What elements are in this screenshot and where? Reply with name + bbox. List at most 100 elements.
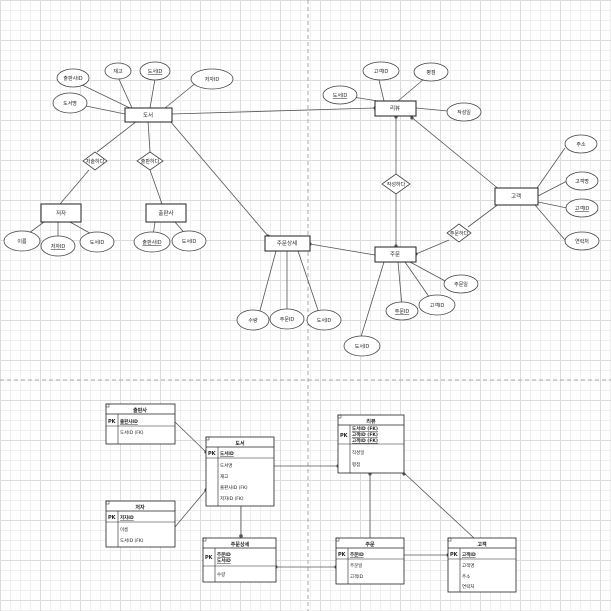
table-book-field-2: 재고 xyxy=(220,473,228,480)
attr-order-date: 주문일 xyxy=(454,281,468,288)
table-publisher-pk: PK xyxy=(108,419,117,425)
attr-author-book-id: 도서ID xyxy=(90,239,105,246)
attr-order-customer-id: 고객ID xyxy=(430,302,445,309)
table-order: 주문 PK 주문ID 주문일 고객ID xyxy=(335,537,405,585)
attr-order-id: 주문ID xyxy=(395,309,410,315)
table-publisher-pk-field: 출판사ID xyxy=(120,418,138,425)
relationship-reviews-label: 작성하다 xyxy=(387,181,406,188)
table-order-field-2: 고객ID xyxy=(350,573,364,580)
table-author: 저자 PK 저자ID 이름 도서ID (FK) xyxy=(105,500,176,548)
table-book-title: 도서 xyxy=(235,440,245,447)
attr-book-pub-id: 출판사ID xyxy=(63,75,82,82)
attr-book-stock: 재고 xyxy=(113,68,123,75)
table-customer-pk-field: 고객ID xyxy=(462,551,476,558)
conceptual-connectors xyxy=(24,76,568,341)
entity-review xyxy=(374,100,417,117)
table-author-pk-field: 저자ID xyxy=(120,514,134,521)
attr-customer-id: 고객ID xyxy=(575,205,590,212)
entity-book-label: 도서 xyxy=(143,111,153,119)
relationship-orders xyxy=(446,223,472,243)
entity-order-detail-label: 주문상세 xyxy=(277,239,297,247)
relationship-reviews xyxy=(381,173,411,195)
attr-book-author-id: 저자ID xyxy=(205,76,220,83)
table-order-pk-field: 주문ID xyxy=(350,551,364,558)
conceptual-attribute-ellipses xyxy=(3,61,600,357)
table-review: 리뷰 PK 도서ID (FK) 고객ID (FK) 고객ID (FK) 작성일 … xyxy=(337,414,405,474)
table-author-title: 저자 xyxy=(135,504,145,511)
relationship-publishes-label: 출판하다 xyxy=(141,158,160,165)
table-order-detail: 주문상세 PK 주문ID 도서ID 수량 xyxy=(202,537,277,583)
table-order-detail-pk-field-2: 도서ID xyxy=(217,557,231,564)
table-book-pk: PK xyxy=(208,451,217,457)
conceptual-relationships xyxy=(82,151,472,243)
table-order-detail-title: 주문상세 xyxy=(231,541,250,548)
relationship-writes xyxy=(82,151,108,171)
table-author-field-1: 이름 xyxy=(120,526,128,533)
table-book-field-3: 출판사ID (FK) xyxy=(220,484,248,491)
table-review-pk-field-1: 도서ID (FK) xyxy=(352,425,378,432)
entity-customer-label: 고객 xyxy=(511,193,521,200)
conceptual-entity-boxes xyxy=(40,100,539,263)
entity-publisher-label: 출판사 xyxy=(158,209,173,217)
entity-author xyxy=(40,203,82,223)
attr-order-book-id: 도서ID xyxy=(355,343,370,350)
attr-detail-qty: 수량 xyxy=(248,317,258,324)
table-order-detail-pk-field-1: 주문ID xyxy=(217,551,231,558)
relationship-orders-label: 주문하다 xyxy=(450,230,469,237)
table-review-field-1: 작성일 xyxy=(352,449,364,456)
table-review-field-2: 평점 xyxy=(352,461,360,468)
relationship-publishes xyxy=(136,151,164,171)
conceptual-relationship-labels: 저술하다 출판하다 작성하다 주문하다 xyxy=(86,158,469,237)
table-publisher-title: 출판사 xyxy=(133,407,147,414)
table-publisher: 출판사 PK 출판사ID 도서ID (FK) xyxy=(105,403,176,445)
table-customer: 고객 PK 고객ID 고객명 주소 연락처 xyxy=(447,537,517,593)
attr-detail-book-id: 도서ID xyxy=(317,317,332,324)
table-review-pk-field-2: 고객ID (FK) xyxy=(352,431,378,438)
table-publisher-field-1: 도서ID (FK) xyxy=(120,429,144,436)
logical-connectors xyxy=(174,421,475,568)
entity-review-label: 리뷰 xyxy=(390,104,400,112)
table-book-field-4: 저자ID (FK) xyxy=(220,495,244,502)
table-customer-field-3: 연락처 xyxy=(462,583,474,590)
table-order-field-1: 주문일 xyxy=(350,562,362,569)
attr-publisher-book-id: 도서ID xyxy=(182,238,197,245)
attr-review-customer-id: 고객ID xyxy=(374,68,389,75)
attr-book-title: 도서명 xyxy=(63,100,77,107)
entity-order xyxy=(374,246,417,263)
attr-detail-order-id: 주문ID xyxy=(280,317,295,323)
table-order-pk: PK xyxy=(338,552,347,558)
table-author-pk: PK xyxy=(108,515,117,521)
table-author-field-2: 도서ID (FK) xyxy=(120,537,144,544)
table-order-title: 주문 xyxy=(365,541,375,548)
conceptual-attribute-labels: 출판사ID 재고 도서ID 저자ID 도서명 고객ID 평점 도서ID 작성일 … xyxy=(17,68,589,350)
table-customer-title: 고객 xyxy=(477,541,487,548)
attr-review-date: 작성일 xyxy=(457,109,471,116)
attr-author-id: 저자ID xyxy=(51,243,66,250)
table-customer-field-2: 주소 xyxy=(462,574,470,580)
relationship-writes-label: 저술하다 xyxy=(86,158,105,165)
table-customer-pk: PK xyxy=(450,552,459,558)
attr-author-name: 이름 xyxy=(17,238,27,245)
entity-order-detail xyxy=(264,235,311,252)
table-review-pk: PK xyxy=(340,433,349,439)
conceptual-entity-labels: 도서 리뷰 저자 출판사 고객 주문 주문상세 xyxy=(56,104,521,258)
entity-order-label: 주문 xyxy=(390,251,400,258)
attr-review-rating: 평점 xyxy=(426,69,435,76)
entity-publisher xyxy=(145,203,187,223)
attr-book-id: 도서ID xyxy=(148,68,163,75)
attr-review-book-id: 도서ID xyxy=(333,92,348,99)
table-book-pk-field: 도서ID xyxy=(220,450,234,457)
table-book: 도서 PK 도서ID 도서명 재고 출판사ID (FK) 저자ID (FK) xyxy=(205,436,275,507)
entity-book xyxy=(124,107,173,123)
table-order-detail-field-1: 수량 xyxy=(217,571,225,578)
table-review-pk-field-3: 고객ID (FK) xyxy=(352,437,378,444)
entity-author-label: 저자 xyxy=(56,209,66,217)
table-customer-field-1: 고객명 xyxy=(462,562,474,569)
table-order-detail-pk: PK xyxy=(205,555,214,561)
attr-publisher-id: 출판사ID xyxy=(142,239,161,246)
entity-customer xyxy=(494,187,539,206)
table-review-title: 리뷰 xyxy=(366,418,376,425)
table-book-field-1: 도서명 xyxy=(220,462,232,469)
